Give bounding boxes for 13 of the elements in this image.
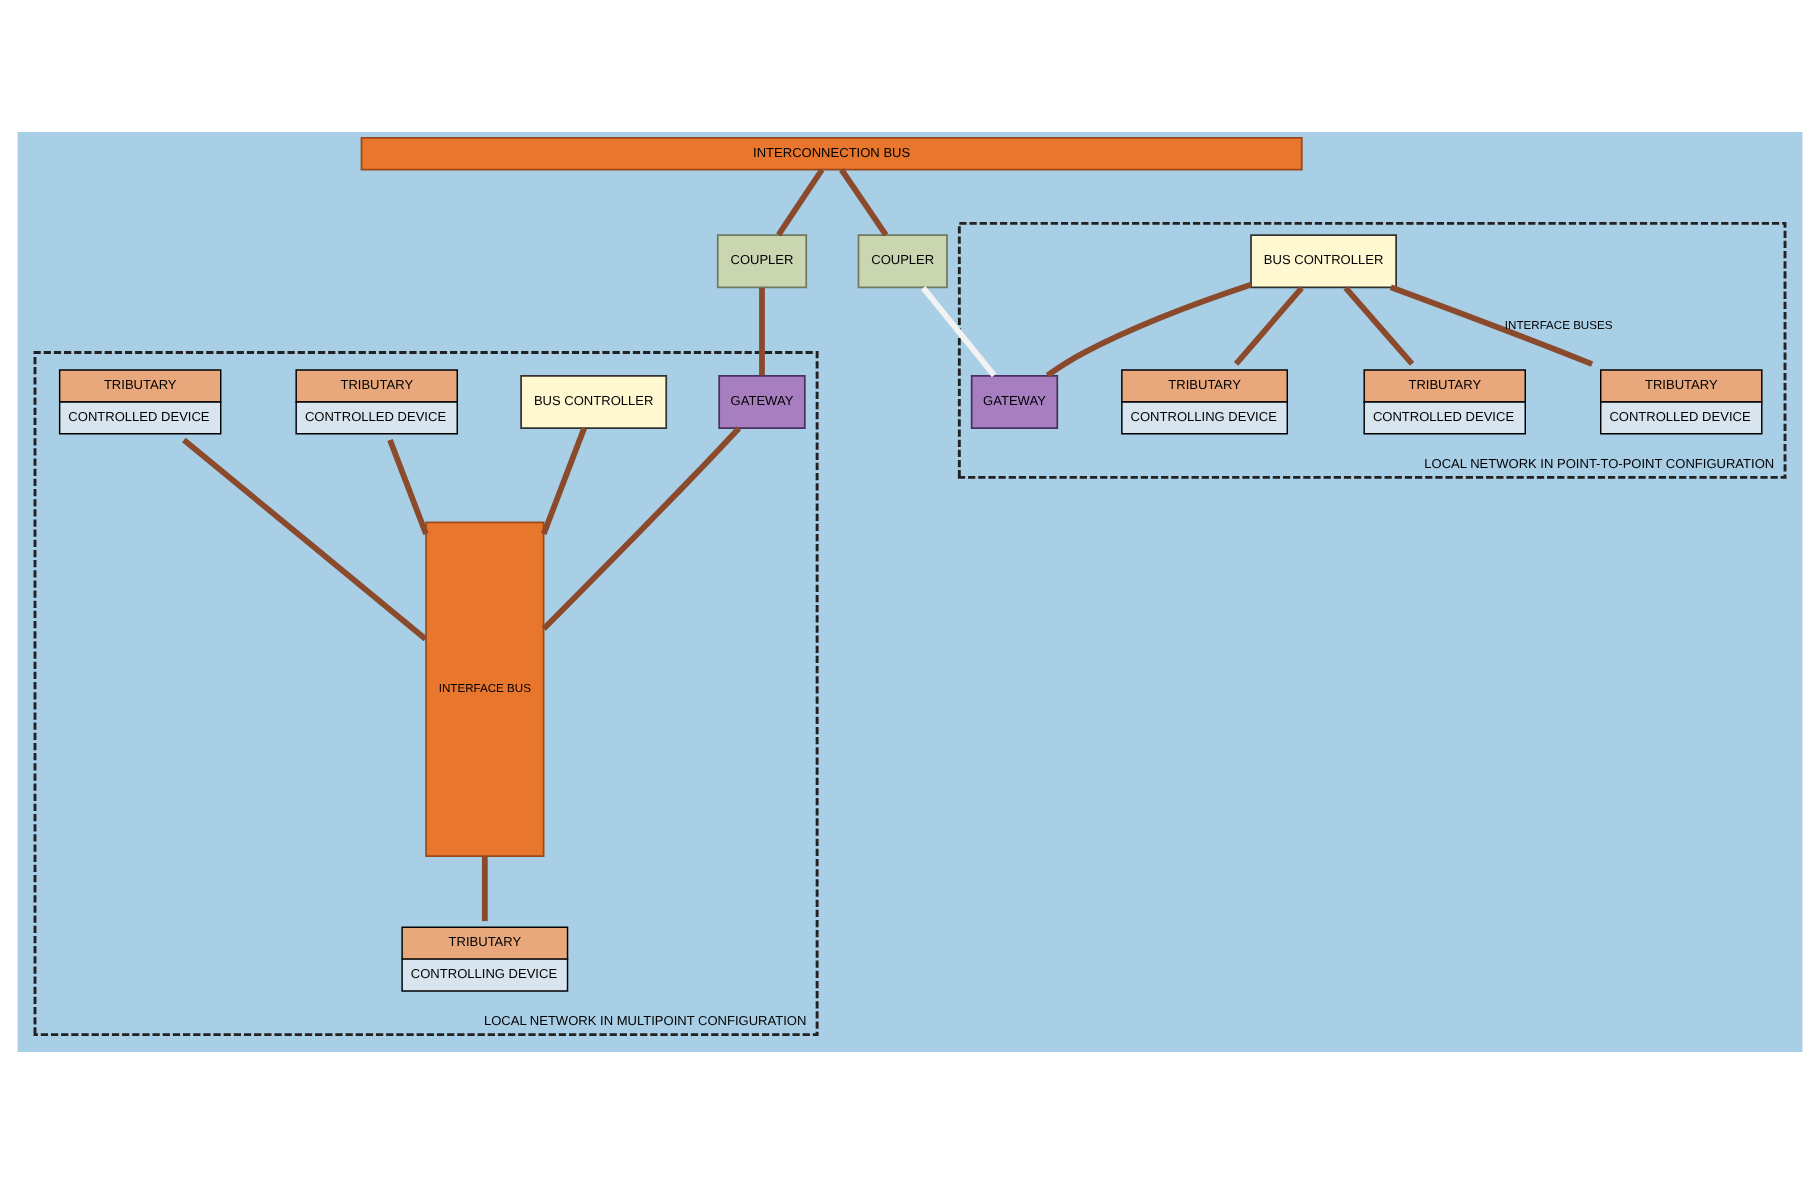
connector — [776, 168, 825, 237]
connector — [481, 856, 488, 922]
connector — [839, 168, 889, 237]
connector — [1389, 284, 1594, 367]
connector — [387, 438, 429, 536]
connector — [1233, 286, 1304, 366]
connector — [920, 286, 997, 378]
connector — [182, 437, 428, 642]
connector — [1045, 282, 1252, 378]
connector — [541, 427, 587, 535]
connector — [759, 287, 765, 376]
connector — [541, 426, 742, 631]
connector — [1343, 285, 1415, 366]
